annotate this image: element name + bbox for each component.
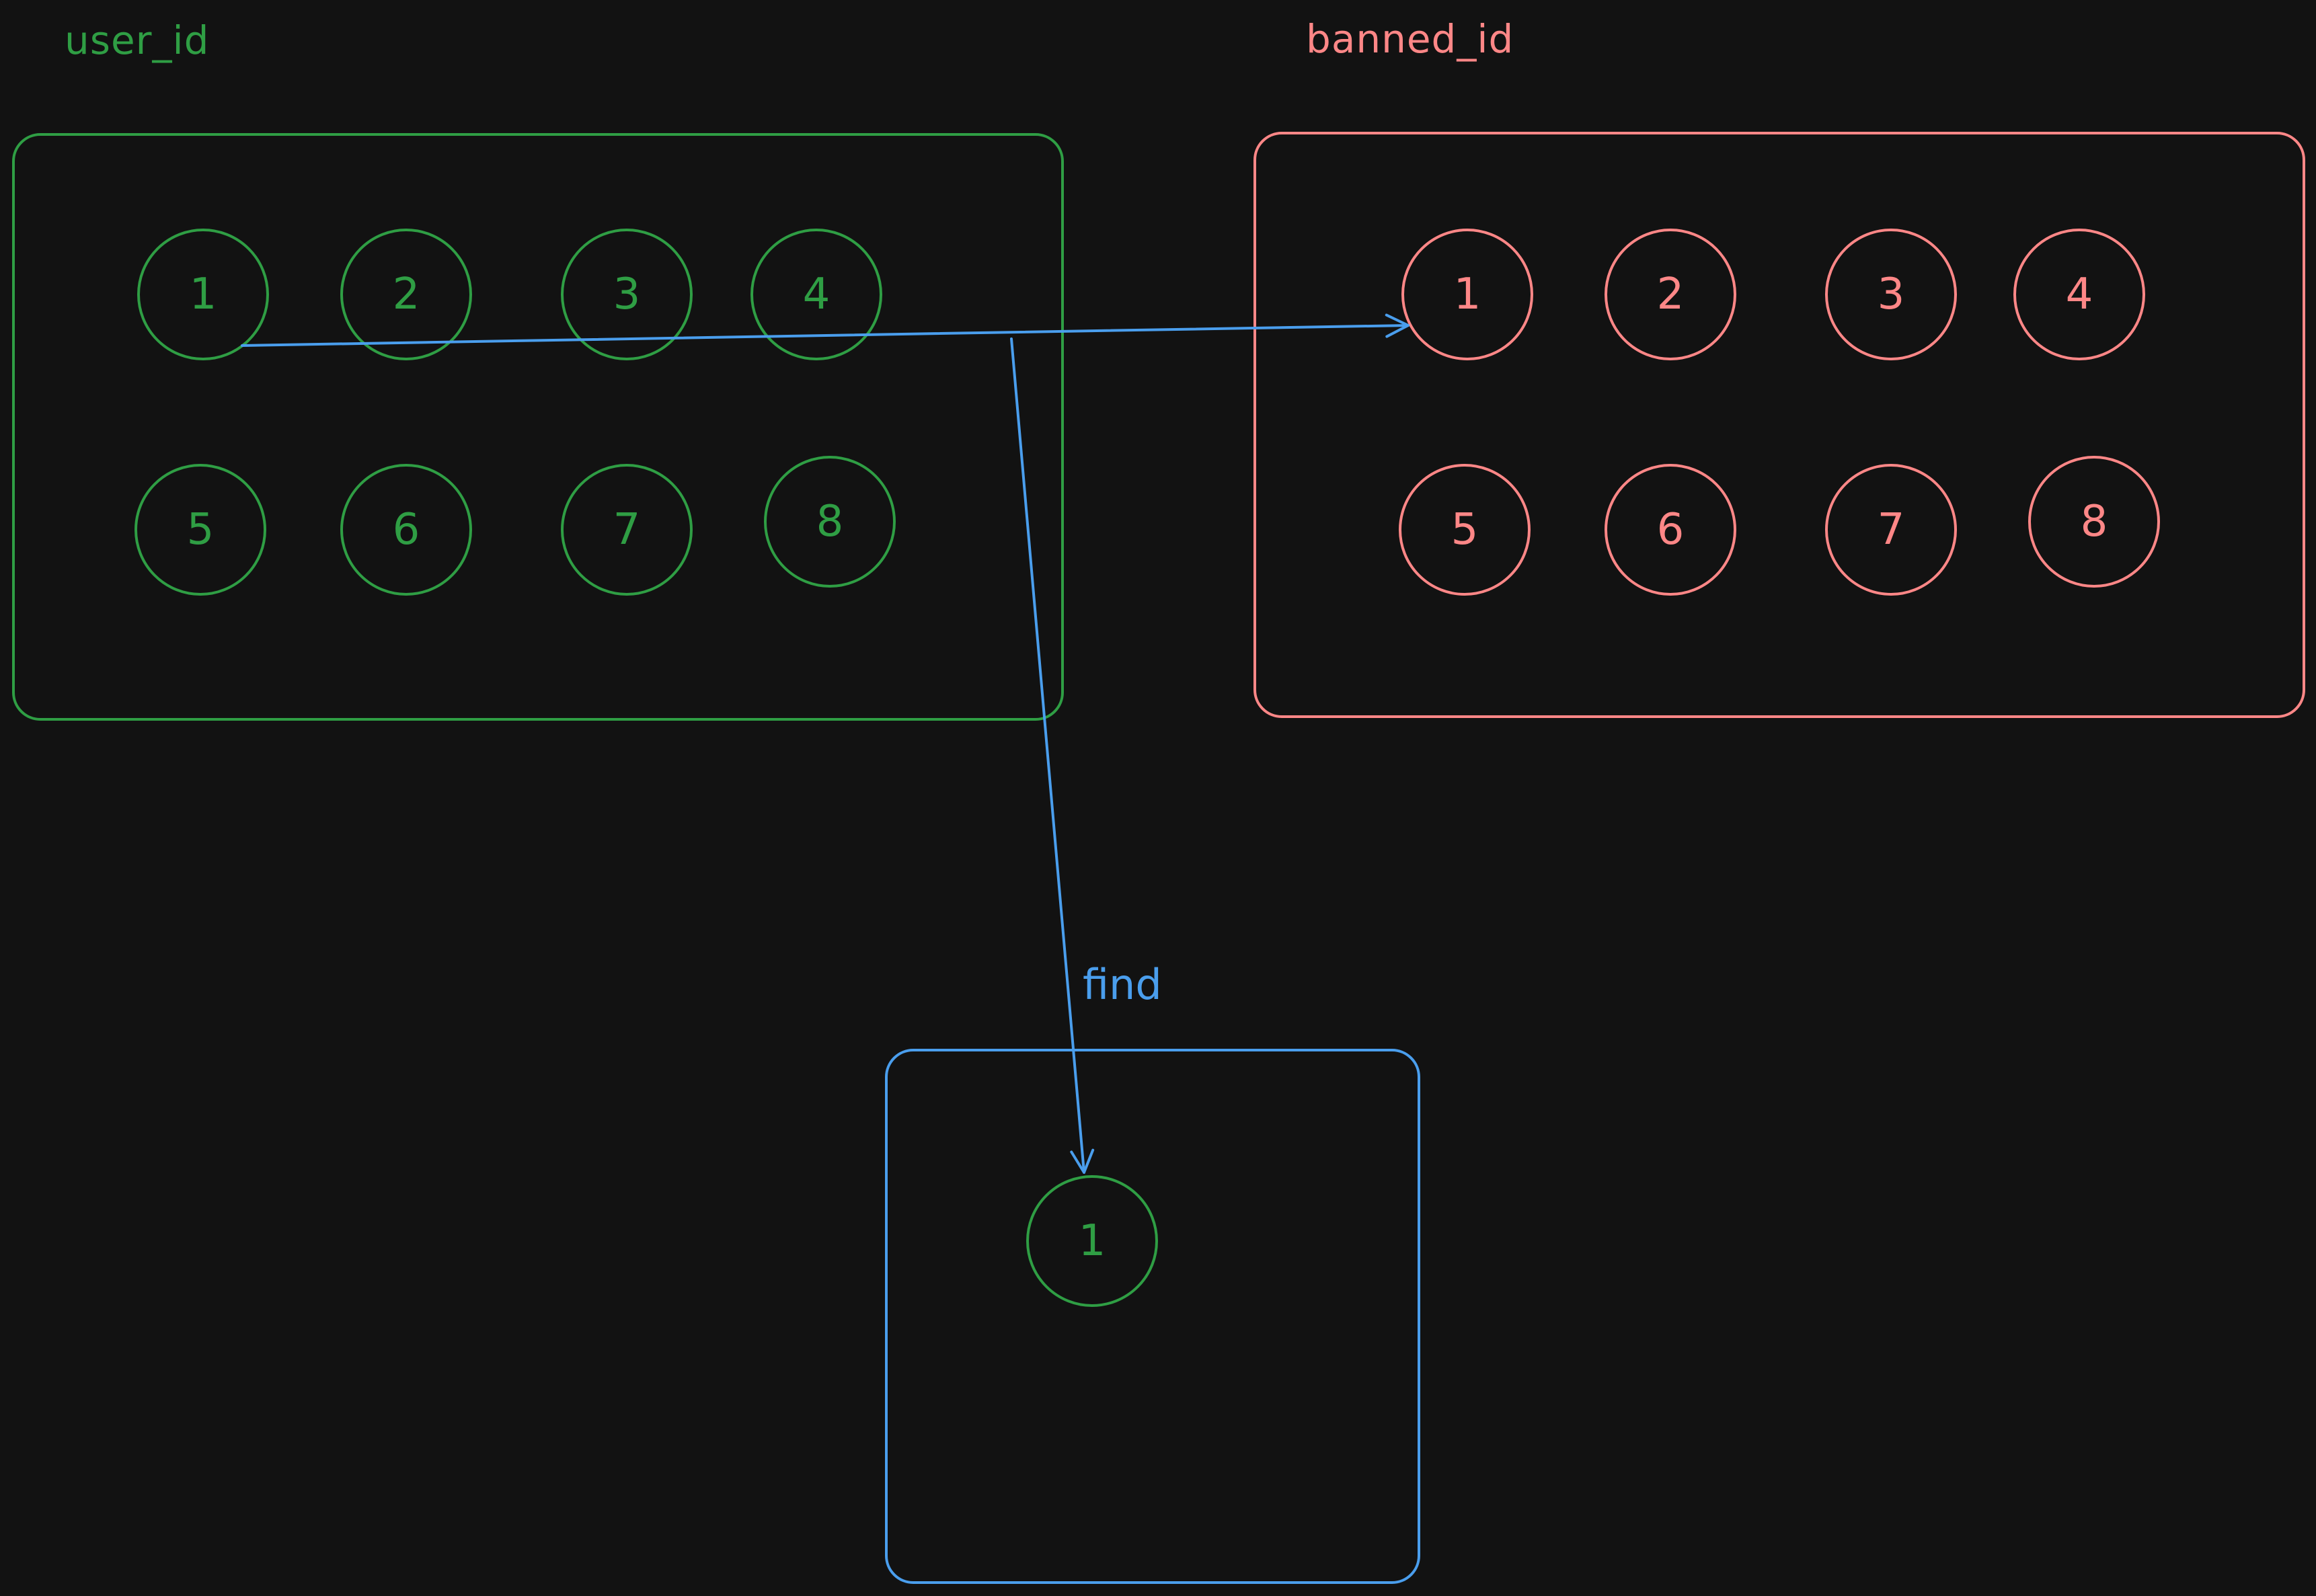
banned-node-5[interactable]: 5 [1399,464,1531,596]
user-node-7-label: 7 [613,505,641,555]
result-node-1-label: 1 [1079,1216,1106,1266]
user-node-6[interactable]: 6 [340,464,472,596]
user-node-5-circle [134,464,266,596]
banned-node-2[interactable]: 2 [1605,229,1736,360]
banned-node-8-label: 8 [2081,497,2108,547]
result-container[interactable] [885,1049,1420,1584]
user-node-6-circle [340,464,472,596]
banned-node-6-circle [1605,464,1736,596]
user-node-1-label: 1 [190,270,217,319]
banned-node-2-circle [1605,229,1736,360]
banned-node-6[interactable]: 6 [1605,464,1736,596]
banned-node-7-label: 7 [1878,505,1905,555]
user-node-7[interactable]: 7 [561,464,693,596]
user-node-6-label: 6 [393,505,420,555]
user-node-3[interactable]: 3 [561,229,693,360]
find-arrow[interactable] [1010,337,1095,1174]
user-node-7-circle [561,464,693,596]
banned-id-container[interactable] [1253,132,2305,718]
banned-node-1-label: 1 [1454,270,1481,319]
user-node-3-circle [561,229,693,360]
user-node-3-label: 3 [613,270,641,319]
user-node-1-circle [137,229,269,360]
user-node-2-label: 2 [393,270,420,319]
user-node-4-circle [750,229,882,360]
user-node-8-label: 8 [816,497,844,547]
banned-node-7-circle [1825,464,1957,596]
result-node-1[interactable]: 1 [1026,1175,1158,1307]
banned-id-label: banned_id [1306,16,1514,62]
banned-node-7[interactable]: 7 [1825,464,1957,596]
banned-node-8-circle [2028,456,2160,588]
result-node-1-circle [1026,1175,1158,1307]
user-id-container[interactable] [12,133,1064,721]
user-node-8[interactable]: 8 [764,456,896,588]
banned-node-3-label: 3 [1878,270,1905,319]
user-node-4-label: 4 [803,270,831,319]
compare-arrow[interactable] [241,313,1410,347]
user-node-4[interactable]: 4 [750,229,882,360]
user-node-2[interactable]: 2 [340,229,472,360]
banned-node-4-label: 4 [2066,270,2093,319]
user-node-8-circle [764,456,896,588]
banned-node-4[interactable]: 4 [2013,229,2145,360]
user-id-nodes: 1 2 3 4 5 6 7 8 [134,229,896,596]
find-label: find [1083,960,1162,1009]
banned-node-2-label: 2 [1657,270,1685,319]
banned-node-5-circle [1399,464,1531,596]
banned-node-3-circle [1825,229,1957,360]
banned-node-6-label: 6 [1657,505,1685,555]
user-node-5-label: 5 [187,505,215,555]
banned-node-8[interactable]: 8 [2028,456,2160,588]
banned-node-1[interactable]: 1 [1401,229,1533,360]
banned-node-3[interactable]: 3 [1825,229,1957,360]
user-node-5[interactable]: 5 [134,464,266,596]
banned-id-nodes: 1 2 3 4 5 6 7 8 [1399,229,2160,596]
banned-node-5-label: 5 [1451,505,1479,555]
user-node-2-circle [340,229,472,360]
banned-node-4-circle [2013,229,2145,360]
user-node-1[interactable]: 1 [137,229,269,360]
user-id-label: user_id [65,17,209,63]
banned-node-1-circle [1401,229,1533,360]
